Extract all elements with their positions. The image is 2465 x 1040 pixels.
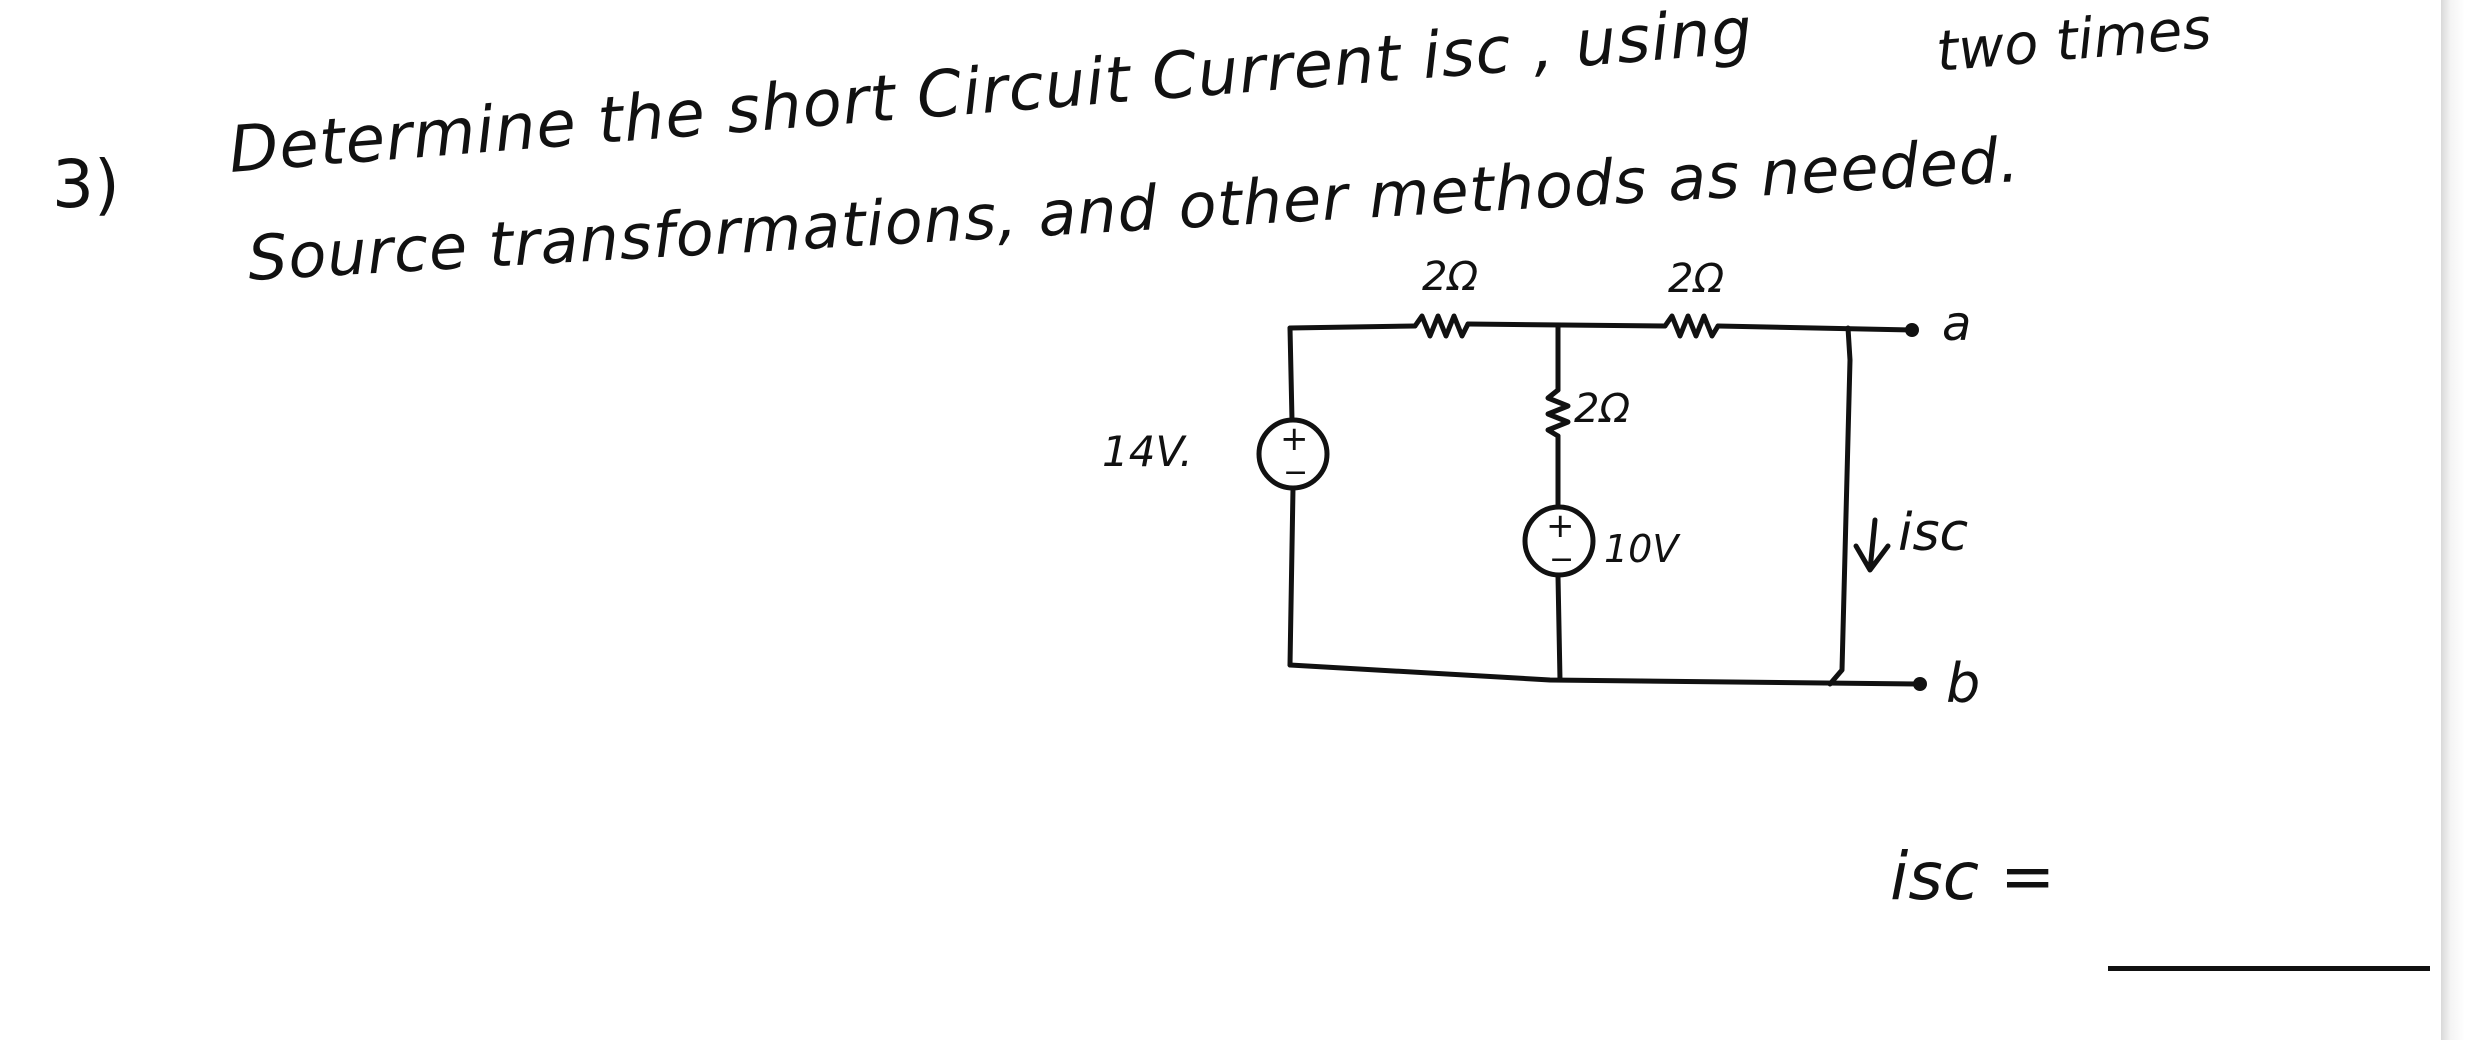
problem-text-two-times: two times xyxy=(1933,0,2214,85)
wire-top-left xyxy=(1287,323,1418,331)
terminal-b-dot xyxy=(1913,677,1927,691)
label-terminal-b: b xyxy=(1946,652,1980,715)
resistor-middle-zigzag xyxy=(1545,387,1571,439)
label-resistor-middle: 2Ω xyxy=(1574,386,1630,432)
problem-number: 3) xyxy=(52,146,120,223)
wire-bottom xyxy=(1287,662,1921,687)
source-14v-minus: − xyxy=(1283,455,1308,490)
voltage-source-14v-icon xyxy=(1256,417,1330,491)
label-terminal-a: a xyxy=(1942,296,1971,352)
source-10v-plus: + xyxy=(1546,506,1575,546)
label-source-10v: 10V xyxy=(1604,527,1681,571)
resistor-top-right-zigzag xyxy=(1662,313,1721,339)
page-edge-shadow xyxy=(2441,0,2465,1040)
wire-top-middle xyxy=(1465,321,1668,329)
terminal-a-dot xyxy=(1905,323,1919,337)
current-arrow xyxy=(1853,517,1891,573)
source-10v-minus: − xyxy=(1549,542,1574,577)
wire-top-right xyxy=(1715,323,1913,333)
voltage-source-10v-icon xyxy=(1522,504,1596,578)
label-resistor-top-left: 2Ω xyxy=(1422,254,1478,300)
source-14v-plus: + xyxy=(1280,419,1309,459)
wire-middle-lower xyxy=(1555,573,1563,683)
label-resistor-top-right: 2Ω xyxy=(1668,256,1724,302)
wire-left-upper xyxy=(1287,325,1295,423)
resistor-top-left-zigzag xyxy=(1412,313,1471,339)
circuit-diagram: + − + − 2Ω 2Ω 2Ω 14V. 10V a b isc xyxy=(1102,254,1980,715)
label-source-14v: 14V. xyxy=(1102,427,1193,476)
wire-short-circuit xyxy=(1827,325,1853,687)
wire-left-lower xyxy=(1287,485,1296,668)
answer-label: isc = xyxy=(1890,838,2056,915)
answer-blank-line[interactable] xyxy=(2108,966,2430,971)
label-current-isc: isc xyxy=(1898,503,1968,563)
